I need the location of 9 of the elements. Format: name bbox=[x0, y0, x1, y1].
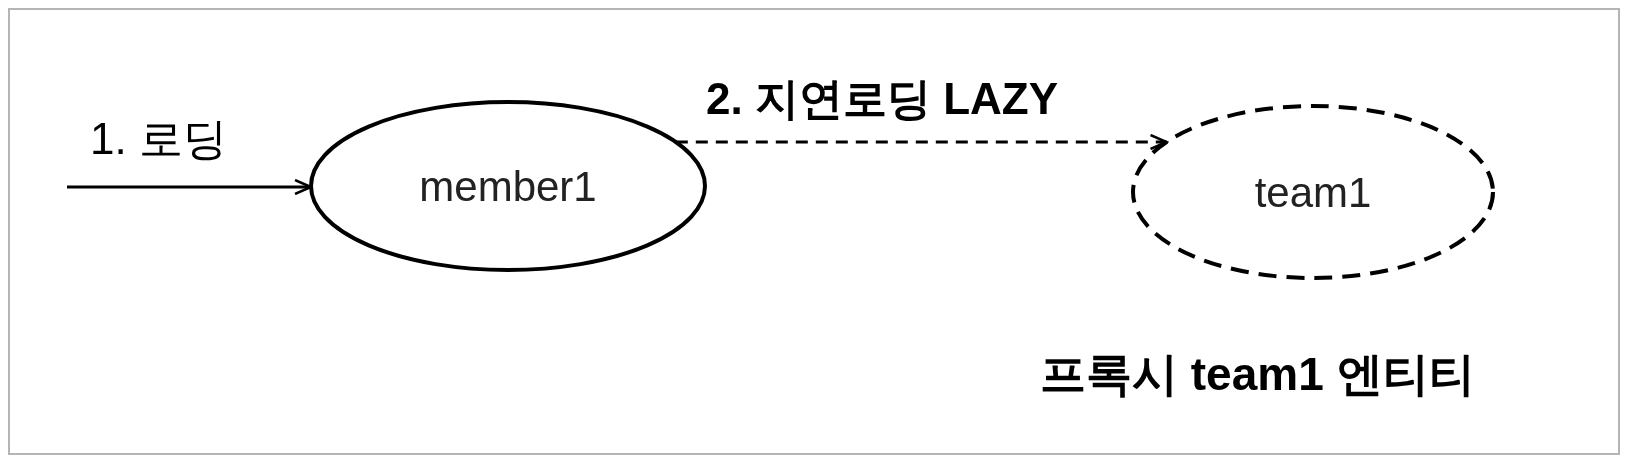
arrow bbox=[67, 178, 313, 196]
arrow bbox=[675, 133, 1168, 151]
entity-ellipse bbox=[309, 100, 707, 272]
edge-label: 2. 지연로딩 LAZY bbox=[706, 73, 1059, 125]
caption-text: 프록시 team1 엔티티 bbox=[1040, 347, 1475, 402]
entity-name: team1 bbox=[1254, 167, 1372, 218]
entity-ellipse bbox=[1131, 104, 1495, 280]
entity-name: member1 bbox=[419, 161, 597, 212]
edge-label: 1. 로딩 bbox=[90, 113, 227, 165]
